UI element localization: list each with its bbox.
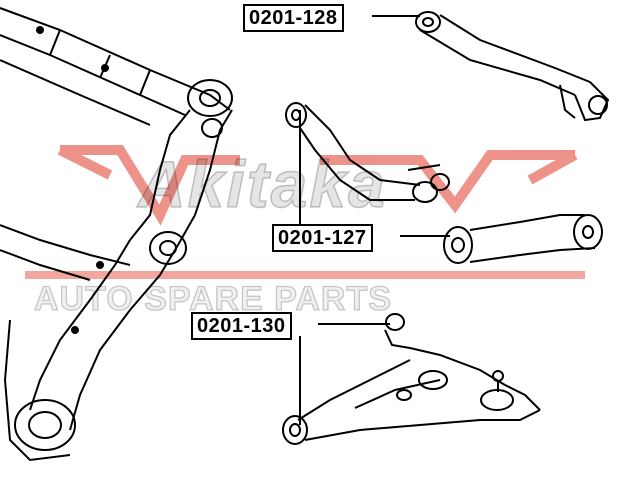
part-label-0201-130[interactable]: 0201-130 xyxy=(191,312,292,340)
subframe xyxy=(0,7,233,462)
leader-lines xyxy=(299,15,450,425)
lower-arm-drawing xyxy=(282,313,541,445)
watermark-logo xyxy=(57,145,578,226)
part-label-0201-127[interactable]: 0201-127 xyxy=(272,224,373,252)
top-arm-drawing xyxy=(415,11,610,122)
part-label-0201-128[interactable]: 0201-128 xyxy=(243,4,344,32)
middle-arm-drawing xyxy=(285,102,450,203)
lateral-link-drawing xyxy=(443,214,603,264)
